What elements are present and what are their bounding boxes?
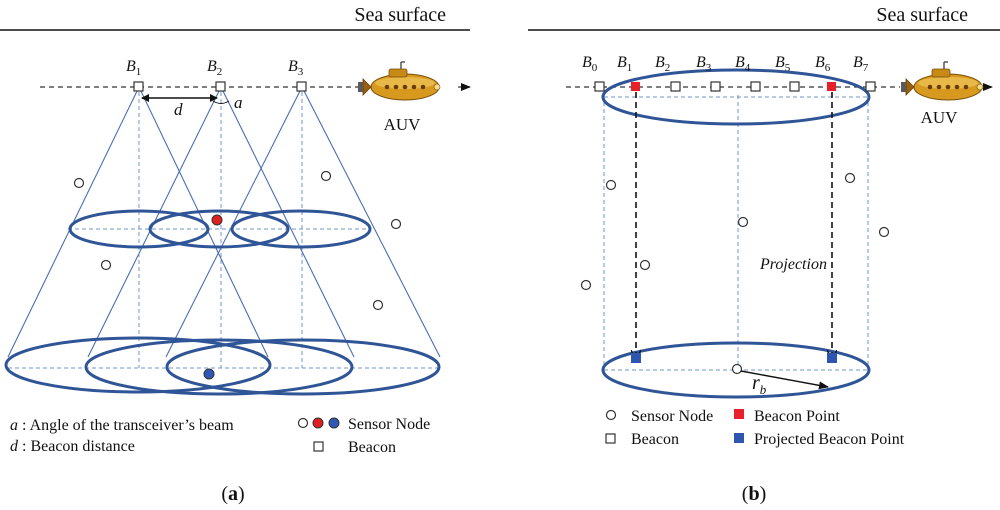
sensor-node-red — [211, 214, 223, 226]
projected-beacon-point — [827, 353, 837, 363]
beacons-a — [133, 81, 307, 92]
sea-surface-label-a: Sea surface — [354, 4, 446, 26]
beacon-label: B0 — [582, 54, 598, 74]
beacon-point-red — [631, 82, 640, 91]
sensor-node — [73, 177, 85, 189]
sensor-node — [390, 218, 402, 230]
beacon-label: B3 — [696, 54, 712, 74]
legend-a: a : Angle of the transceiver’s beam d : … — [10, 416, 430, 456]
sensor-node — [100, 259, 112, 271]
sensor-node — [878, 226, 890, 238]
auv-label-b: AUV — [921, 108, 959, 127]
beacon-square — [750, 81, 761, 92]
coverage-ellipse-b3-mid — [230, 209, 372, 249]
coverage-ellipses-a — [4, 209, 441, 396]
projected-coverage-ellipse — [601, 341, 871, 399]
beacon-label: B6 — [815, 54, 831, 74]
beacon-label: B1 — [126, 58, 141, 78]
top-coverage-ellipse — [601, 68, 871, 126]
sensor-node — [844, 172, 856, 184]
projection-label: Projection — [759, 256, 827, 273]
legend-b: Sensor Node Beacon Beacon Point Projecte… — [605, 408, 905, 448]
sensor-node — [605, 179, 617, 191]
legend-projected-point — [734, 433, 744, 443]
sensor-node-blue — [203, 368, 215, 380]
auv-label-a: AUV — [384, 115, 422, 134]
beacon-distance-label: d — [174, 100, 183, 119]
vertical-axes-a — [8, 92, 440, 369]
coverage-ellipse-b1-mid — [68, 209, 210, 249]
sensor-node — [639, 259, 651, 271]
legend-beacon-square — [313, 441, 324, 452]
beacon-square — [133, 81, 144, 92]
beacon-label: B4 — [735, 54, 751, 74]
coverage-ellipse-b2-bottom — [84, 338, 354, 396]
coverage-ellipse-b1-bottom — [4, 336, 272, 394]
legend-node-red — [312, 417, 324, 429]
beacon-label: B2 — [207, 58, 222, 78]
panel-b: Sea surface B0 B1 B2 B3 — [528, 4, 1000, 505]
beacon-label: B3 — [288, 58, 304, 78]
legend-projected-text: Projected Beacon Point — [754, 431, 905, 448]
coverage-ellipse-b3-bottom — [165, 338, 441, 396]
beacon-labels-b: B0 B1 B2 B3 B4 B5 B6 B7 — [582, 54, 869, 74]
sensor-node — [372, 299, 384, 311]
caption-b: (b) — [742, 483, 766, 505]
legend-sensor-text: Sensor Node — [631, 408, 713, 425]
legend-beacon-square — [605, 433, 616, 444]
beacon-square — [789, 81, 800, 92]
beam-angle-label: a — [234, 93, 243, 112]
projection-center-node — [731, 363, 743, 375]
beacon-square — [296, 81, 307, 92]
auv-icon — [357, 61, 441, 101]
beacon-square — [865, 81, 876, 92]
sensor-node — [737, 216, 749, 228]
sea-surface-label-b: Sea surface — [876, 4, 968, 26]
beacon-label: B7 — [853, 54, 869, 74]
cylinder-guides-b — [603, 95, 869, 371]
sensor-node — [320, 170, 332, 182]
beam-angle-arc — [212, 100, 230, 104]
beacon-label: B5 — [775, 54, 791, 74]
beacon-square — [670, 81, 681, 92]
radius-label: rb — [752, 372, 767, 397]
legend-distance-text: d : Beacon distance — [10, 438, 135, 455]
legend-node-blue — [328, 417, 340, 429]
legend-node-white — [605, 409, 617, 421]
legend-beacon-text: Beacon — [631, 431, 679, 448]
beacon-labels-a: B1 B2 B3 — [126, 58, 304, 78]
projected-beacon-point — [631, 353, 641, 363]
beacons-b — [594, 81, 876, 92]
legend-sensor-text: Sensor Node — [348, 416, 430, 433]
legend-node-white — [297, 417, 309, 429]
caption-a: (a) — [221, 483, 244, 505]
legend-beacon-point — [734, 409, 744, 419]
beacon-square — [215, 81, 226, 92]
legend-angle-text: a : Angle of the transceiver’s beam — [10, 417, 234, 434]
auv-icon — [900, 61, 984, 101]
legend-beacon-text: Beacon — [348, 439, 396, 456]
sensor-nodes-b — [580, 172, 890, 291]
radius-arrow — [740, 370, 829, 390]
legend-beacon-point-text: Beacon Point — [754, 408, 840, 425]
beacon-point-red — [827, 82, 836, 91]
beacon-square — [594, 81, 605, 92]
coverage-ellipse-b2-mid — [148, 209, 290, 249]
panel-a: Sea surface — [0, 4, 471, 505]
sensor-nodes-a — [73, 170, 402, 380]
sensor-node — [580, 279, 592, 291]
beacon-square — [710, 81, 721, 92]
beacon-label: B2 — [655, 54, 670, 74]
beacon-label: B1 — [617, 54, 632, 74]
